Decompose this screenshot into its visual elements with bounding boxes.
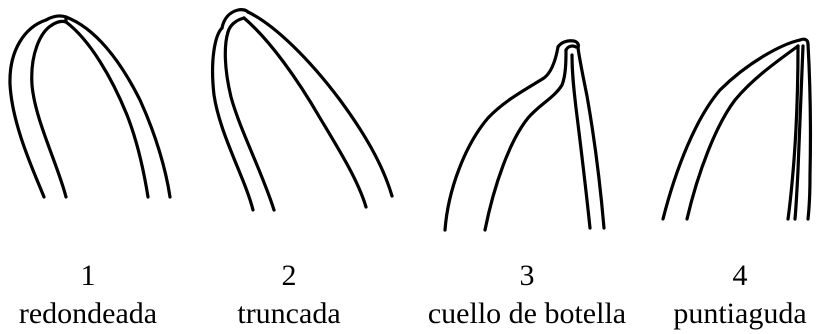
item-4-label: puntiaguda xyxy=(673,297,806,330)
item-1-label: redondeada xyxy=(19,297,157,330)
shape-puntiaguda-drawing xyxy=(661,37,812,221)
shape-truncada-drawing xyxy=(210,8,394,212)
shape-cuello-de-botella-drawing xyxy=(443,39,606,232)
item-4-number: 4 xyxy=(733,259,748,292)
shape-redondeada-drawing xyxy=(8,14,172,199)
item-1-number: 1 xyxy=(81,259,96,292)
item-2-number: 2 xyxy=(282,259,297,292)
item-2-label: truncada xyxy=(237,297,340,330)
item-3-label: cuello de botella xyxy=(428,297,626,330)
item-3-number: 3 xyxy=(520,259,535,292)
